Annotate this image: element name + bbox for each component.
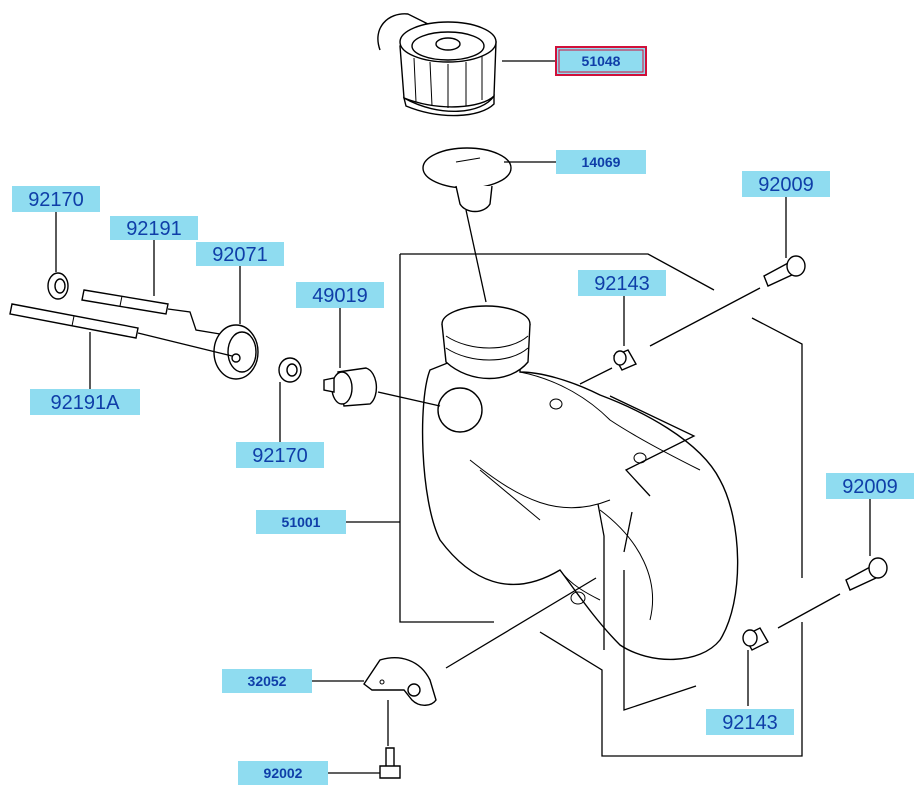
svg-text:92191: 92191 — [126, 218, 182, 240]
part-label-14069[interactable]: 14069 — [556, 150, 646, 174]
part-label-92170-top[interactable]: 92170 — [12, 186, 100, 212]
svg-text:92143: 92143 — [594, 273, 650, 295]
part-label-51001[interactable]: 51001 — [256, 510, 346, 534]
bolt-top-drawing — [763, 255, 806, 287]
svg-text:92002: 92002 — [264, 765, 303, 781]
part-label-92009-top[interactable]: 92009 — [742, 171, 830, 197]
svg-text:92143: 92143 — [722, 712, 778, 734]
bracket-drawing — [363, 657, 437, 706]
part-label-92009-bottom[interactable]: 92009 — [826, 473, 914, 499]
collar-top-drawing — [613, 349, 637, 371]
part-label-49019[interactable]: 49019 — [296, 282, 384, 308]
leader-lines — [55, 60, 871, 774]
fuel-cap-drawing — [377, 13, 497, 117]
tubes-drawing — [9, 289, 233, 357]
collar-bottom-drawing — [742, 627, 769, 651]
part-label-32052[interactable]: 32052 — [222, 669, 312, 693]
svg-text:92170: 92170 — [252, 445, 308, 467]
svg-text:92071: 92071 — [212, 244, 268, 266]
svg-text:92009: 92009 — [758, 174, 814, 196]
ring-top-drawing — [47, 272, 69, 300]
svg-text:92191A: 92191A — [51, 392, 121, 414]
svg-text:51001: 51001 — [282, 514, 321, 530]
svg-text:92170: 92170 — [28, 189, 84, 211]
svg-text:14069: 14069 — [582, 154, 621, 170]
svg-text:49019: 49019 — [312, 285, 368, 307]
svg-text:32052: 32052 — [248, 673, 287, 689]
fuel-filter-drawing — [323, 367, 377, 407]
svg-text:51048: 51048 — [582, 53, 621, 69]
screw-drawing — [379, 747, 401, 779]
part-label-51048[interactable]: 51048 — [555, 46, 647, 76]
part-label-92002[interactable]: 92002 — [238, 761, 328, 785]
part-label-92170-bottom[interactable]: 92170 — [236, 442, 324, 468]
part-label-92191[interactable]: 92191 — [110, 216, 198, 240]
grommet-drawing — [213, 324, 259, 380]
part-label-92071[interactable]: 92071 — [196, 242, 284, 266]
part-label-92191A[interactable]: 92191A — [30, 389, 140, 415]
fuel-tank-drawing — [421, 305, 739, 661]
part-label-92143-bottom[interactable]: 92143 — [706, 709, 794, 735]
svg-text:92009: 92009 — [842, 476, 898, 498]
filter-drawing — [422, 147, 512, 213]
ring-bottom-drawing — [278, 357, 302, 383]
part-label-92143-top[interactable]: 92143 — [578, 270, 666, 296]
bolt-bottom-drawing — [845, 557, 888, 591]
